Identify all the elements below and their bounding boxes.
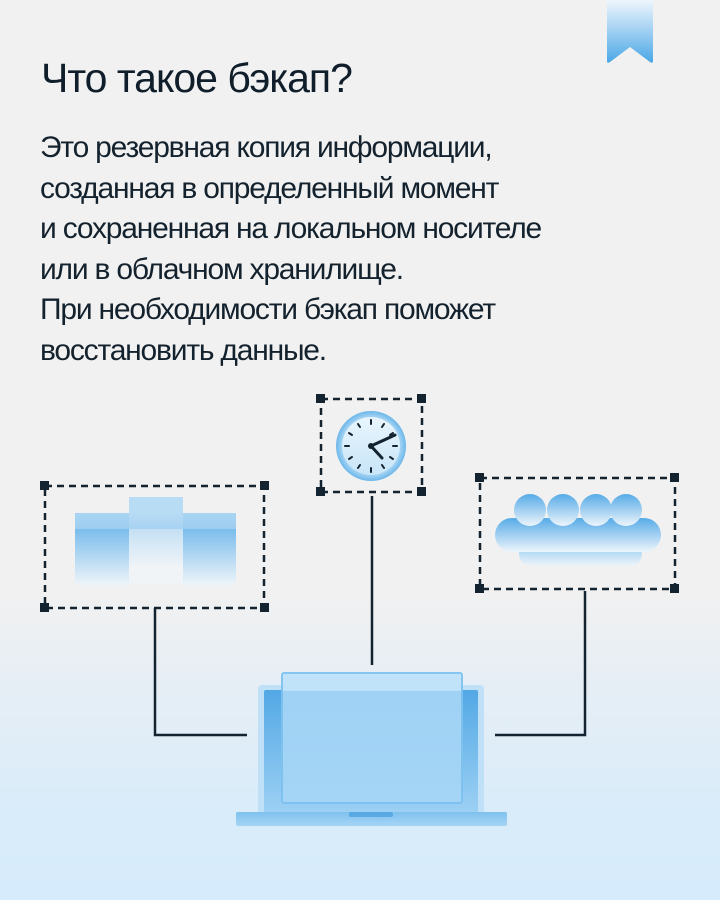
page-title: Что такое бэкап? <box>41 55 353 101</box>
description-line: При необходимости бэкап поможет <box>40 293 496 326</box>
bar-blocks-icon <box>75 497 236 585</box>
description-line: созданная в определенный момент <box>40 171 499 205</box>
description-line: восстановить данные. <box>40 333 327 367</box>
description-line: Это резервная копия информации, <box>40 131 493 164</box>
connector-lines <box>153 496 587 737</box>
laptop-icon <box>236 672 507 826</box>
description-line: или в облачном хранилище. <box>40 252 404 286</box>
time-node <box>316 394 426 496</box>
clock-icon <box>336 411 406 481</box>
backup-diagram <box>40 394 679 826</box>
bookmark-ribbon-icon <box>607 0 653 63</box>
description-line: и сохраненная на локальном носителе <box>40 212 542 245</box>
local-storage-node <box>40 481 269 612</box>
cloud-storage-node <box>475 473 679 593</box>
cloud-icon <box>495 494 661 566</box>
description-paragraph: Это резервная копия информации, созданна… <box>40 128 542 371</box>
